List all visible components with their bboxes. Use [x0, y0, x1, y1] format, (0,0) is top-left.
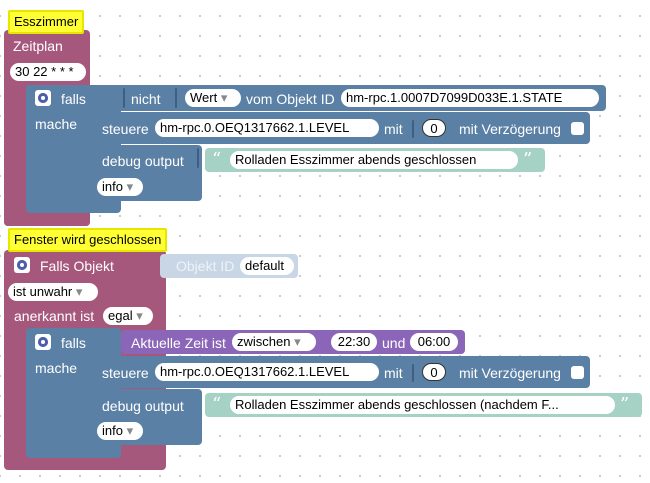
log-level-dropdown[interactable]: info ▾	[97, 178, 143, 196]
input-notch	[197, 148, 199, 168]
with-label: mit	[384, 365, 403, 381]
from-object-label: vom Objekt ID	[246, 91, 335, 107]
quote-open-icon: “	[212, 149, 222, 170]
value-dropdown-label: Wert	[190, 90, 218, 105]
comment-fenster[interactable]: Fenster wird geschlossen	[8, 228, 168, 252]
if-label: falls	[61, 91, 86, 107]
input-notch	[412, 120, 414, 138]
input-notch	[412, 364, 414, 382]
quote-open-icon: “	[212, 394, 222, 415]
chevron-down-icon: ▾	[126, 179, 134, 194]
log-level-label: info	[102, 179, 123, 194]
delay-label: mit Verzögerung	[459, 365, 561, 381]
control-target-field[interactable]: hm-rpc.0.OEQ1317662.1.LEVEL	[155, 363, 379, 381]
object-id-label: Objekt ID	[176, 258, 235, 274]
ack-value: egal	[108, 308, 133, 323]
debug-label: debug output	[102, 398, 184, 414]
control-label: steuere	[102, 365, 149, 381]
do-label: mache	[35, 360, 78, 376]
time-to-field[interactable]: 06:00	[410, 333, 458, 351]
control-label: steuere	[102, 121, 149, 137]
with-label: mit	[384, 121, 403, 137]
time-op-dropdown[interactable]: zwischen ▾	[232, 333, 316, 351]
not-label: nicht	[131, 91, 161, 107]
trigger-label: Zeitplan	[13, 38, 63, 54]
chevron-down-icon: ▾	[126, 423, 134, 438]
chevron-down-icon: ▾	[294, 334, 301, 349]
ack-label: anerkannt ist	[14, 308, 95, 324]
trigger-label: Falls Objekt	[40, 258, 114, 274]
if-block-footer	[26, 445, 121, 457]
and-label: und	[382, 335, 406, 351]
delay-checkbox[interactable]	[571, 366, 584, 379]
with-value-field[interactable]: 0	[422, 119, 446, 137]
quote-close-icon: ”	[523, 149, 533, 170]
chevron-down-icon: ▾	[75, 284, 83, 299]
chevron-down-icon: ▾	[136, 308, 143, 323]
value-dropdown[interactable]: Wert ▾	[185, 89, 241, 107]
object-id-value[interactable]: default	[240, 257, 294, 275]
debug-text-field[interactable]: Rolladen Esszimmer abends geschlossen (n…	[230, 396, 615, 414]
do-label: mache	[35, 116, 78, 132]
time-from-field[interactable]: 22:30	[331, 333, 377, 351]
gear-icon[interactable]	[35, 334, 51, 350]
ack-dropdown[interactable]: egal ▾	[103, 307, 153, 325]
if-label: falls	[61, 335, 86, 351]
if-block-footer	[26, 201, 86, 213]
input-notch	[123, 88, 125, 108]
cron-field[interactable]: 30 22 * * *	[10, 63, 86, 81]
object-id-field[interactable]: hm-rpc.1.0007D7099D033E.1.STATE	[341, 89, 599, 107]
log-level-label: info	[102, 423, 123, 438]
chevron-down-icon: ▾	[220, 90, 228, 105]
gear-icon[interactable]	[35, 90, 51, 106]
trigger-block-footer	[4, 212, 90, 226]
debug-label: debug output	[102, 153, 184, 169]
control-target-field[interactable]: hm-rpc.0.OEQ1317662.1.LEVEL	[155, 119, 379, 137]
with-value-field[interactable]: 0	[422, 363, 446, 381]
quote-close-icon: ”	[620, 394, 630, 415]
gear-icon[interactable]	[14, 257, 30, 273]
log-level-dropdown[interactable]: info ▾	[97, 422, 143, 440]
condition-label: ist unwahr	[13, 284, 73, 299]
comment-esszimmer[interactable]: Esszimmer	[8, 10, 85, 34]
debug-text-field[interactable]: Rolladen Esszimmer abends geschlossen	[230, 151, 518, 169]
delay-label: mit Verzögerung	[459, 121, 561, 137]
condition-dropdown[interactable]: ist unwahr ▾	[8, 283, 98, 301]
input-notch	[175, 88, 177, 108]
time-op-label: zwischen	[237, 334, 291, 349]
time-label: Aktuelle Zeit ist	[131, 335, 226, 351]
delay-checkbox[interactable]	[571, 122, 584, 135]
